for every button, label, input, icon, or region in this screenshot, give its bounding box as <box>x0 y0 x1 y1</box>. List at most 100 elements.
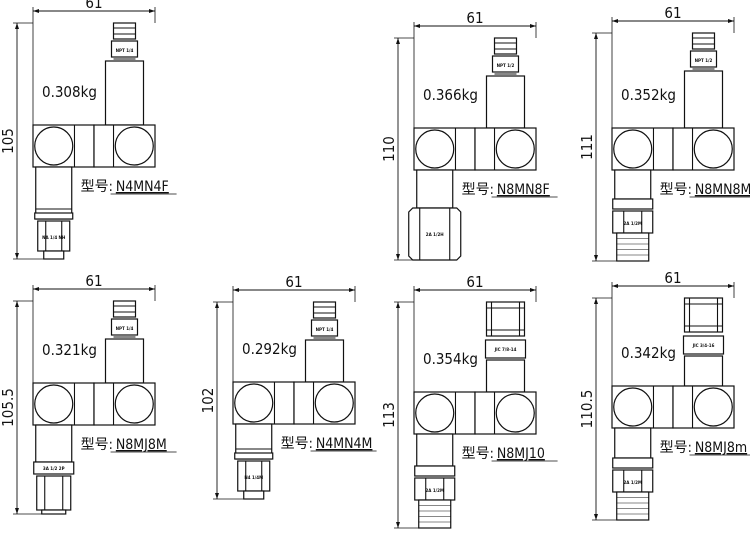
weight-label: 0.321kg <box>42 341 97 359</box>
model-prefix: 型号: <box>81 179 113 195</box>
model-code: N8MN8M <box>695 182 750 198</box>
fitting-tag: NPT 1/2 <box>695 58 713 64</box>
weight-label: 0.308kg <box>42 83 97 101</box>
port-circle <box>34 384 74 424</box>
bottom-tag: 2A 1/2M <box>425 488 444 494</box>
fitting-nut <box>112 300 137 318</box>
model-code: N8MN8F <box>497 182 550 198</box>
height-label: 105 <box>0 128 17 154</box>
fitting-body <box>683 70 724 129</box>
fitting-nut <box>312 301 337 319</box>
fitting-nut <box>493 37 518 55</box>
width-label: 61 <box>664 4 681 22</box>
model-code: N8MJ8M <box>116 437 167 453</box>
fitting-label-block <box>110 40 139 58</box>
height-label: 105.5 <box>0 388 17 427</box>
lower-thread <box>616 232 650 262</box>
lower-hex <box>36 475 72 511</box>
jic-nut <box>683 297 724 333</box>
port-circle <box>693 129 733 169</box>
weight-label: 0.354kg <box>423 350 478 368</box>
lower-hex <box>37 220 71 252</box>
lower-tip <box>43 250 65 260</box>
width-label: 61 <box>85 0 102 12</box>
port-circle <box>114 126 154 166</box>
port-circle <box>314 383 354 423</box>
width-label: 61 <box>466 273 483 291</box>
model-label: 型号:N8MJ8m <box>660 440 748 456</box>
fitting-tag: NPT 1/4 <box>316 327 334 333</box>
model-prefix: 型号: <box>81 437 113 453</box>
fitting-tag: JIC 7/8-14 <box>494 347 517 353</box>
lower-hex <box>237 460 271 492</box>
weight-label: 0.342kg <box>621 344 676 362</box>
fitting-nut <box>112 22 137 40</box>
model-prefix: 型号: <box>281 436 313 452</box>
port-circle <box>114 384 154 424</box>
fitting-body <box>104 60 145 126</box>
jic-nut <box>485 301 526 337</box>
fitting-body <box>485 359 526 393</box>
fitting-tag: NPT 1/4 <box>116 48 134 54</box>
lower-body <box>416 169 454 209</box>
fitting-body <box>683 355 724 387</box>
model-prefix: 型号: <box>660 440 692 456</box>
lower-label-block <box>612 198 654 210</box>
width-label: 61 <box>466 9 483 27</box>
width-label: 61 <box>285 273 302 291</box>
model-label: 型号:N4MN4M <box>281 436 373 452</box>
fitting-tag: NPT 1/2 <box>497 63 515 69</box>
weight-label: 0.352kg <box>621 86 676 104</box>
lower-body <box>614 427 652 459</box>
model-prefix: 型号: <box>462 182 494 198</box>
lower-tip <box>41 509 67 515</box>
weight-label: 0.366kg <box>423 86 478 104</box>
port-circle <box>415 129 455 169</box>
port-circle <box>234 383 274 423</box>
height-label: 110 <box>380 136 398 162</box>
bottom-tag: N4 1/4M <box>244 475 263 481</box>
weight-label: 0.292kg <box>242 340 297 358</box>
lower-body <box>35 166 73 220</box>
lower-collar <box>34 212 74 220</box>
port-circle <box>613 129 653 169</box>
fitting-label-block <box>310 319 339 337</box>
lower-hex-female <box>408 207 462 261</box>
lower-tip <box>243 490 265 500</box>
width-label: 61 <box>85 272 102 290</box>
fitting-body <box>485 75 526 129</box>
model-code: N8MJ8m <box>695 440 747 456</box>
model-code: N4MN4M <box>316 436 373 452</box>
model-label: 型号:N8MN8F <box>462 182 550 198</box>
width-label: 61 <box>664 269 681 287</box>
bottom-tag: NA 1/4 NH <box>42 235 66 241</box>
port-circle <box>34 126 74 166</box>
port-circle <box>495 129 535 169</box>
lower-thread <box>616 491 650 521</box>
model-label: 型号:N4MN4F <box>81 179 169 195</box>
fitting-tag: JIC 3/4-16 <box>692 343 715 349</box>
port-circle <box>495 393 535 433</box>
lower-label-block <box>33 461 75 475</box>
fitting-body <box>104 338 145 384</box>
lower-body <box>35 424 73 463</box>
lower-label-block <box>414 465 456 477</box>
bottom-tag: 2A 1/2M <box>623 221 642 227</box>
fitting-nut <box>691 32 716 50</box>
height-label: 102 <box>199 388 217 414</box>
model-label: 型号:N8MN8M <box>660 182 750 198</box>
lower-body <box>416 433 454 467</box>
lower-collar <box>234 452 274 460</box>
port-circle <box>613 387 653 427</box>
model-label: 型号:N8MJ10 <box>462 446 545 462</box>
fitting-label-block <box>689 50 718 68</box>
model-code: N4MN4F <box>116 179 169 195</box>
height-label: 113 <box>380 402 398 428</box>
part-n8mj10: 61 113 JIC 7/8-14 0.354kg 2A 1/2M 型号:N8MJ10 <box>380 273 558 529</box>
bottom-tag: 3A 1/2 2P <box>43 466 65 472</box>
height-label: 110.5 <box>578 390 596 429</box>
